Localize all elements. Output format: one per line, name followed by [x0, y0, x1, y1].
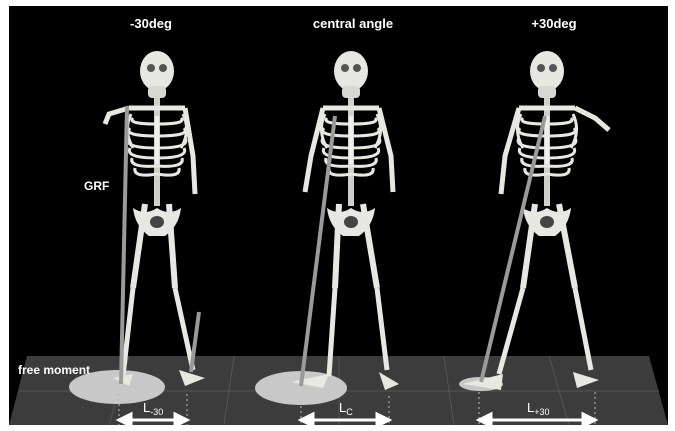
skeleton-figure-svg: -30deg central angle +30deg GRF free mom… [9, 6, 668, 425]
title-plus-30: +30deg [531, 16, 576, 31]
skeleton-plus-30 [463, 51, 609, 390]
skeleton-minus-30 [105, 51, 205, 386]
title-minus-30: -30deg [130, 16, 172, 31]
free-moment-label: free moment [18, 363, 90, 377]
skeleton-central [291, 51, 399, 390]
title-central-angle: central angle [313, 16, 393, 31]
grf-vector-right [481, 116, 545, 382]
render-panel: -30deg central angle +30deg GRF free mom… [9, 6, 668, 425]
grf-label: GRF [84, 179, 109, 193]
